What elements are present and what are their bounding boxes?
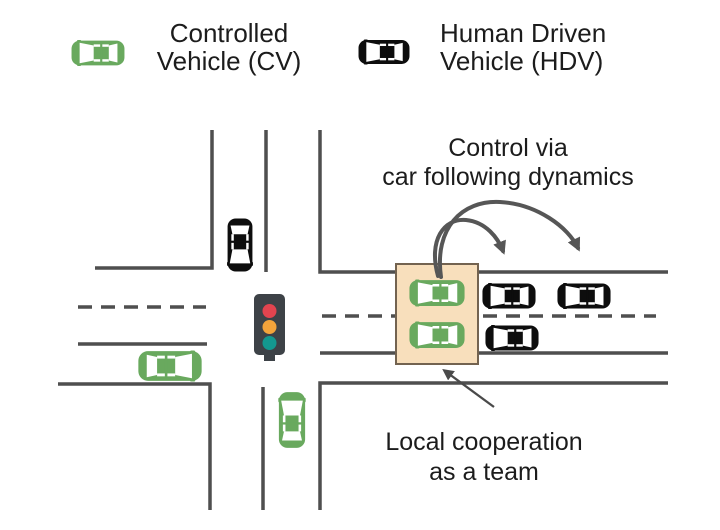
- control-annotation-line1: Control via: [448, 134, 568, 162]
- control-annotation: Control via car following dynamics: [368, 134, 648, 192]
- red-light: [262, 304, 277, 318]
- hdv-north-approach: [227, 218, 253, 272]
- legend-cv-icon: [71, 40, 125, 66]
- cv-south-approach: [278, 392, 306, 448]
- legend-cv-line1: Controlled: [169, 18, 289, 48]
- road-edge-southeast-corner: [318, 381, 668, 510]
- control-annotation-line2: car following dynamics: [382, 163, 634, 191]
- cv-team-1: [409, 279, 465, 307]
- traffic-light-lamps: [262, 304, 277, 350]
- legend-hdv-line1: Human Driven: [440, 18, 607, 48]
- cooperation-annotation: Local cooperation as a team: [358, 427, 610, 487]
- legend-hdv-label: Human Driven Vehicle (HDV): [440, 19, 680, 75]
- vehicles-layer: [71, 39, 611, 448]
- cooperation-annotation-line1: Local cooperation: [385, 428, 583, 456]
- car-following-arrow-2: [437, 199, 581, 279]
- green-light: [262, 336, 277, 350]
- cooperation-annotation-line2: as a team: [429, 458, 539, 486]
- legend-hdv-line2: Vehicle (HDV): [440, 46, 604, 76]
- car-following-arrow-1: [432, 217, 506, 278]
- cv-team-2-glyph: [409, 321, 465, 349]
- road-edge-northwest-corner: [95, 130, 214, 270]
- cv-west-approach-glyph: [138, 350, 202, 382]
- cv-team-2: [409, 321, 465, 349]
- hdv-follower-3-glyph: [485, 325, 539, 351]
- legend-cv-label: Controlled Vehicle (CV): [119, 19, 339, 75]
- traffic-light: [254, 294, 285, 361]
- cooperation-team-box: [395, 263, 479, 365]
- cv-west-approach: [138, 350, 202, 382]
- hdv-follower-3: [485, 325, 539, 351]
- legend-cv-line2: Vehicle (CV): [156, 46, 302, 76]
- hdv-follower-1: [482, 283, 536, 309]
- legend-cv-icon-glyph: [71, 40, 125, 66]
- cv-south-approach-glyph: [278, 392, 306, 448]
- hdv-follower-2: [557, 283, 611, 309]
- road-edge-northeast-corner: [318, 130, 668, 274]
- amber-light: [262, 320, 277, 334]
- cv-team-1-glyph: [409, 279, 465, 307]
- local-cooperation-arrow: [442, 368, 495, 408]
- road-edge-southwest-corner: [58, 382, 212, 510]
- legend-hdv-icon-glyph: [358, 39, 410, 65]
- legend-hdv-icon: [358, 39, 410, 65]
- hdv-follower-1-glyph: [482, 283, 536, 309]
- hdv-north-approach-glyph: [227, 218, 253, 272]
- road-network: [58, 130, 668, 510]
- control-arrows: [432, 199, 581, 408]
- traffic-light-pole: [264, 353, 275, 361]
- hdv-follower-2-glyph: [557, 283, 611, 309]
